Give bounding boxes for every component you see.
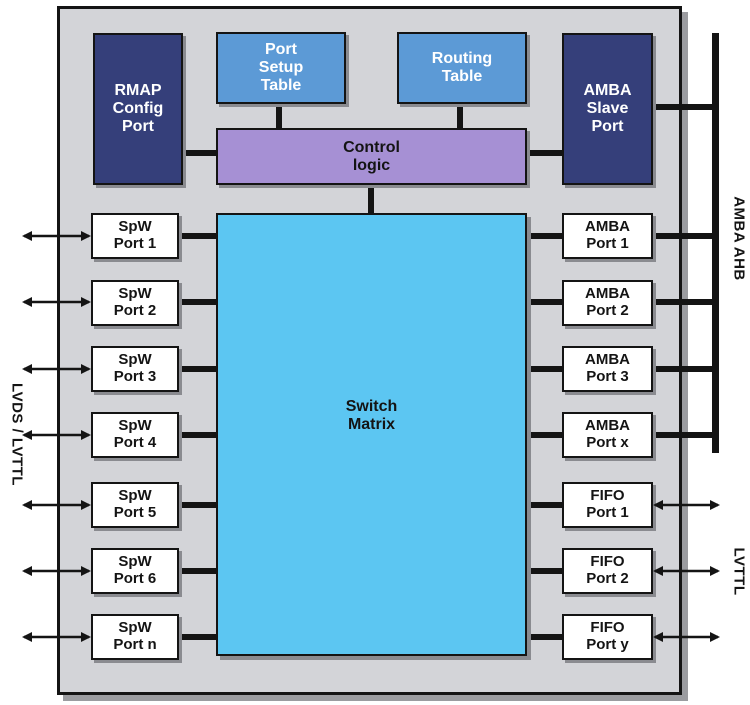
control-matrix-link <box>368 184 374 215</box>
routing-table: Routing Table <box>397 32 527 104</box>
fifo-port-label: FIFO Port 2 <box>586 553 629 587</box>
rmap-config-port: RMAP Config Port <box>93 33 183 185</box>
port-setup-control-link <box>276 102 282 130</box>
amba-link-1 <box>526 233 564 239</box>
fifo-link-y <box>526 634 564 640</box>
spw-port-4: SpW Port 4 <box>91 412 179 458</box>
spw-link-n <box>178 634 218 640</box>
port-setup-label: Port Setup Table <box>258 41 304 94</box>
spw-port-label: SpW Port 6 <box>113 553 157 587</box>
spw-port-label: SpW Port n <box>113 619 157 653</box>
amba-ahb-bus <box>712 33 719 453</box>
routing-control-link <box>457 102 463 130</box>
amba-bus-link-2 <box>652 299 714 305</box>
amba-slave-label: AMBA Slave Port <box>583 82 632 135</box>
amba-ahb-label: AMBA AHB <box>730 196 748 281</box>
fifo-port-1: FIFO Port 1 <box>562 482 653 528</box>
spw-port-1: SpW Port 1 <box>91 213 179 259</box>
spw-port-label: SpW Port 1 <box>113 218 157 252</box>
fifo-port-y: FIFO Port y <box>562 614 653 660</box>
slave-control-link <box>526 150 564 156</box>
amba-slave-port: AMBA Slave Port <box>562 33 653 185</box>
lvds-lvttl-label: LVDS / LVTTL <box>8 383 26 486</box>
amba-port-x: AMBA Port x <box>562 412 653 458</box>
rmap-label: RMAP Config Port <box>112 82 164 135</box>
switch-matrix: Switch Matrix <box>216 213 527 656</box>
fifo-link-1 <box>526 502 564 508</box>
amba-port-3: AMBA Port 3 <box>562 346 653 392</box>
spw-port-label: SpW Port 4 <box>113 417 157 451</box>
spw-link-2 <box>178 299 218 305</box>
control-label: Control logic <box>343 138 400 174</box>
amba-port-2: AMBA Port 2 <box>562 280 653 326</box>
matrix-label: Switch Matrix <box>345 398 398 433</box>
amba-bus-link-3 <box>652 366 714 372</box>
spw-link-3 <box>178 366 218 372</box>
spw-port-label: SpW Port 3 <box>113 351 157 385</box>
fifo-port-label: FIFO Port 1 <box>586 487 629 521</box>
fifo-link-2 <box>526 568 564 574</box>
amba-port-label: AMBA Port 3 <box>585 351 630 385</box>
amba-bus-link-x <box>652 432 714 438</box>
spw-port-n: SpW Port n <box>91 614 179 660</box>
spw-link-5 <box>178 502 218 508</box>
spw-link-4 <box>178 432 218 438</box>
fifo-port-label: FIFO Port y <box>586 619 629 653</box>
amba-port-label: AMBA Port 1 <box>585 218 630 252</box>
spw-link-6 <box>178 568 218 574</box>
routing-label: Routing Table <box>431 50 493 85</box>
lvttl-label: LVTTL <box>730 547 748 596</box>
amba-link-x <box>526 432 564 438</box>
rmap-control-link <box>182 150 220 156</box>
control-logic: Control logic <box>216 128 527 185</box>
spw-port-5: SpW Port 5 <box>91 482 179 528</box>
spw-port-3: SpW Port 3 <box>91 346 179 392</box>
port-setup-table: Port Setup Table <box>216 32 346 104</box>
spw-port-label: SpW Port 5 <box>113 487 157 521</box>
amba-link-3 <box>526 366 564 372</box>
slave-bus-link <box>652 104 714 110</box>
spw-port-2: SpW Port 2 <box>91 280 179 326</box>
spw-link-1 <box>178 233 218 239</box>
amba-bus-link-1 <box>652 233 714 239</box>
spw-port-6: SpW Port 6 <box>91 548 179 594</box>
amba-link-2 <box>526 299 564 305</box>
spw-port-label: SpW Port 2 <box>113 285 157 319</box>
amba-port-1: AMBA Port 1 <box>562 213 653 259</box>
amba-port-label: AMBA Port 2 <box>585 285 630 319</box>
fifo-port-2: FIFO Port 2 <box>562 548 653 594</box>
amba-port-label: AMBA Port x <box>585 417 630 451</box>
